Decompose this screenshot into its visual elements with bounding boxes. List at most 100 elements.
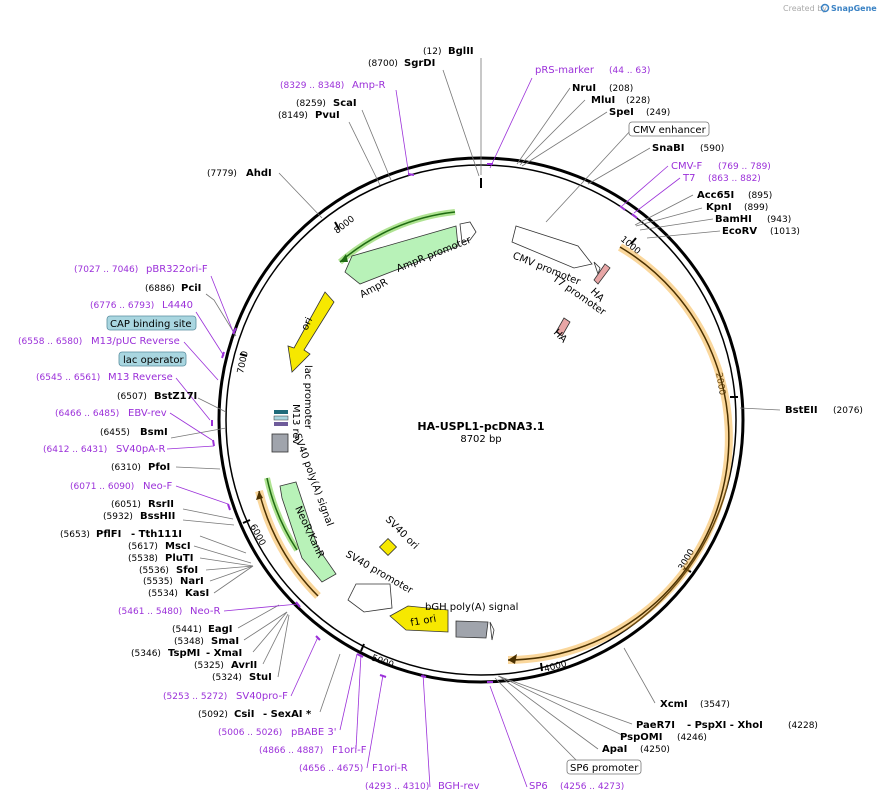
primer-sv40pro-f[interactable]: SV40pro-F bbox=[236, 691, 288, 702]
site-pos-pflfi: (5653) bbox=[60, 530, 90, 540]
neor-cds-line bbox=[266, 477, 298, 551]
site-stui[interactable]: StuI bbox=[249, 672, 272, 683]
site-pcii[interactable]: PciI bbox=[181, 283, 201, 294]
ampr-cds-line bbox=[339, 211, 456, 263]
ha-tag-1[interactable] bbox=[593, 263, 611, 285]
ha-tag-2[interactable] bbox=[555, 317, 571, 337]
site-pfoi[interactable]: PfoI bbox=[148, 462, 170, 473]
site-msci[interactable]: MscI bbox=[165, 541, 191, 552]
primer-f1ori-r-range: (4656 .. 4675) bbox=[299, 764, 363, 774]
primer-cmv-f[interactable]: CMV-F bbox=[671, 161, 702, 172]
site-apai[interactable]: ApaI bbox=[602, 744, 627, 755]
site-bstz17i[interactable]: BstZ17I bbox=[154, 391, 197, 402]
site-bsmi[interactable]: BsmI bbox=[140, 427, 168, 438]
site-pos-ahdi: (7779) bbox=[207, 169, 237, 179]
site-xcmi[interactable]: XcmI bbox=[660, 699, 688, 710]
site-bsteii[interactable]: BstEII bbox=[785, 405, 818, 416]
primer-l4440[interactable]: L4440 bbox=[162, 300, 193, 311]
primer-sp6[interactable]: SP6 bbox=[529, 781, 548, 792]
site-bglii[interactable]: BglII bbox=[448, 46, 474, 57]
bgh-polya-label: bGH poly(A) signal bbox=[425, 602, 518, 613]
lac-promoter-mark[interactable] bbox=[274, 422, 288, 426]
m13-rev-mark[interactable] bbox=[274, 410, 288, 414]
primer-t7[interactable]: T7 bbox=[682, 173, 695, 184]
sv40-ori-block[interactable] bbox=[378, 537, 398, 557]
primer-prs-marker[interactable]: pRS-marker bbox=[535, 65, 595, 76]
site-tspmi-extra[interactable]: - XmaI bbox=[206, 648, 242, 659]
sp6-promoter-arrow[interactable] bbox=[489, 621, 495, 641]
primer-ebv-rev[interactable]: EBV-rev bbox=[128, 408, 167, 419]
primer-neo-r[interactable]: Neo-R bbox=[190, 606, 221, 617]
site-paer7i[interactable]: PaeR7I bbox=[636, 720, 675, 731]
t7-promoter-arrow[interactable] bbox=[593, 261, 601, 276]
sv40-promoter-arrow[interactable] bbox=[347, 583, 393, 613]
site-csii[interactable]: CsiI bbox=[234, 709, 254, 720]
tick-5000: 5000 bbox=[370, 653, 395, 670]
site-pluti[interactable]: PluTI bbox=[165, 553, 193, 564]
site-leaders bbox=[170, 58, 781, 765]
site-pos-sgrdi: (8700) bbox=[368, 59, 398, 69]
primer-m13-reverse[interactable]: M13 Reverse bbox=[108, 372, 173, 383]
sp6-promoter-box[interactable] bbox=[566, 759, 642, 775]
primer-pbr322ori-f[interactable]: pBR322ori-F bbox=[146, 264, 208, 275]
cap-site-box[interactable] bbox=[106, 315, 197, 331]
site-pos-sfoi: (5536) bbox=[139, 566, 169, 576]
site-bsshii[interactable]: BssHII bbox=[140, 511, 175, 522]
primer-bgh-rev[interactable]: BGH-rev bbox=[438, 781, 480, 792]
sp6-promoter-label: SP6 promoter bbox=[570, 763, 639, 774]
primer-neo-r-range: (5461 .. 5480) bbox=[118, 607, 182, 617]
site-avrii[interactable]: AvrII bbox=[231, 660, 257, 671]
site-pvui[interactable]: PvuI bbox=[315, 110, 340, 121]
site-pos-scai: (8259) bbox=[296, 99, 326, 109]
site-pos-bstz17i: (6507) bbox=[117, 392, 147, 402]
site-ecorv[interactable]: EcoRV bbox=[722, 226, 757, 237]
ori-arrow[interactable] bbox=[287, 291, 335, 373]
primer-amp-r[interactable]: Amp-R bbox=[352, 80, 386, 91]
site-pspomi[interactable]: PspOMI bbox=[620, 732, 662, 743]
primer-sv40pro-f-range: (5253 .. 5272) bbox=[163, 692, 227, 702]
primer-f1ori-r[interactable]: F1ori-R bbox=[372, 763, 408, 774]
bgh-polya-block[interactable] bbox=[455, 620, 489, 639]
site-scai[interactable]: ScaI bbox=[333, 98, 357, 109]
site-pos-rsrii: (6051) bbox=[111, 500, 141, 510]
ampr-promoter-arrow[interactable] bbox=[459, 221, 477, 243]
neor-arrow[interactable] bbox=[279, 481, 337, 583]
site-acc65i[interactable]: Acc65I bbox=[697, 190, 734, 201]
sv40-polya-block[interactable] bbox=[271, 433, 289, 453]
site-eagi[interactable]: EagI bbox=[208, 624, 232, 635]
lac-operator-mark[interactable] bbox=[273, 415, 289, 421]
site-srui[interactable]: NruI bbox=[572, 83, 596, 94]
site-sgrdi[interactable]: SgrDI bbox=[404, 58, 435, 69]
site-mlui[interactable]: MluI bbox=[591, 95, 615, 106]
site-paer7i-extra[interactable]: - PspXI - XhoI bbox=[687, 720, 763, 731]
orange-feature-main-arrowhead bbox=[508, 654, 517, 664]
site-nari[interactable]: NarI bbox=[180, 576, 204, 587]
site-tspmi[interactable]: TspMI bbox=[168, 648, 200, 659]
primer-sv40pa-r[interactable]: SV40pA-R bbox=[116, 444, 165, 455]
f1-ori-arrow[interactable] bbox=[389, 605, 449, 633]
site-rsrii[interactable]: RsrII bbox=[148, 499, 174, 510]
site-csii-extra[interactable]: - SexAI * bbox=[263, 709, 312, 720]
site-sfoi[interactable]: SfoI bbox=[176, 565, 198, 576]
site-bamhi[interactable]: BamHI bbox=[715, 214, 752, 225]
primer-pbabe[interactable]: pBABE 3' bbox=[291, 727, 337, 738]
lac-operator-box[interactable] bbox=[118, 351, 187, 367]
site-spei[interactable]: SpeI bbox=[609, 107, 634, 118]
site-smai[interactable]: SmaI bbox=[211, 636, 239, 647]
cmv-enhancer-box[interactable] bbox=[628, 121, 710, 137]
site-pos-msci: (5617) bbox=[128, 542, 158, 552]
primer-cmv-f-range: (769 .. 789) bbox=[718, 162, 771, 172]
site-pflfi[interactable]: PflFI bbox=[96, 529, 121, 540]
cmv-promoter-arrow[interactable] bbox=[511, 225, 593, 269]
primer-neo-f[interactable]: Neo-F bbox=[143, 481, 173, 492]
primer-f1ori-f[interactable]: F1ori-F bbox=[332, 745, 367, 756]
site-pflfi-extra[interactable]: - Tth111I bbox=[131, 529, 182, 540]
site-pos-pspomi: (4246) bbox=[677, 733, 707, 743]
site-ahdi[interactable]: AhdI bbox=[246, 168, 272, 179]
primer-m13puc-rev[interactable]: M13/pUC Reverse bbox=[91, 336, 180, 347]
site-kasi[interactable]: KasI bbox=[185, 588, 209, 599]
site-kpni[interactable]: KpnI bbox=[706, 202, 732, 213]
site-snabi[interactable]: SnaBI bbox=[652, 143, 684, 154]
ampr-arrow[interactable] bbox=[344, 225, 459, 285]
